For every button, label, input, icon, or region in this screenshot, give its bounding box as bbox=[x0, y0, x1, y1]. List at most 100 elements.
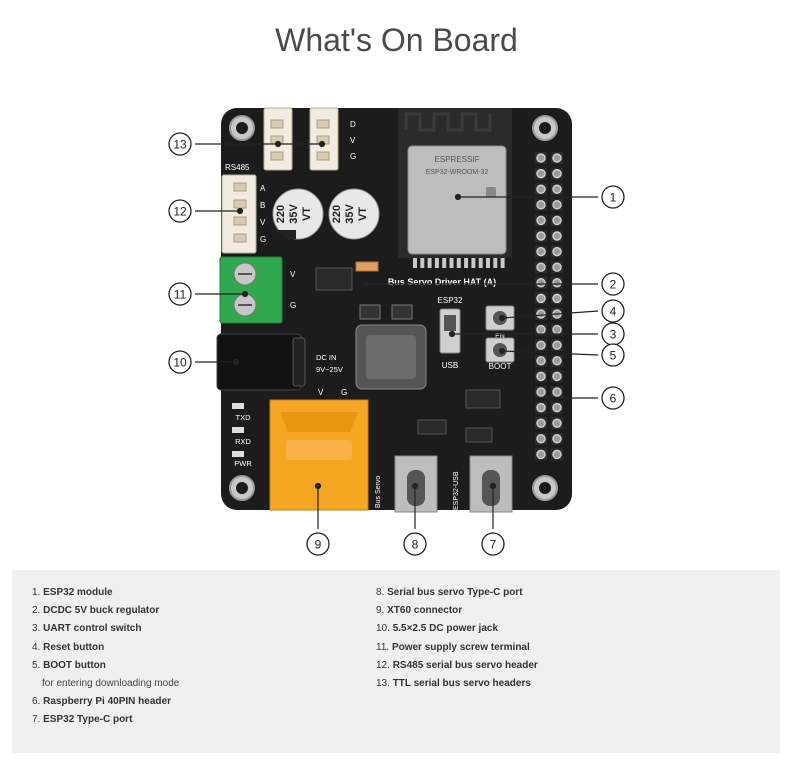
dcdc-regulator bbox=[315, 261, 427, 390]
callout-number-3: 3 bbox=[610, 328, 617, 342]
callout-badge-13: 13 bbox=[168, 132, 192, 156]
legend-text: RS485 serial bus servo header bbox=[392, 659, 538, 671]
dc-power-jack bbox=[216, 333, 306, 391]
legend-item: 10. 5.5×2.5 DC power jack bbox=[376, 620, 538, 638]
callout-leaders bbox=[195, 140, 599, 529]
callout-number-11: 11 bbox=[174, 288, 187, 302]
callout-badge-6: 6 bbox=[601, 386, 625, 410]
cap-left-line3: VT bbox=[301, 207, 313, 221]
legend-text: ESP32 module bbox=[43, 587, 113, 598]
legend-text: DCDC 5V buck regulator bbox=[43, 605, 160, 617]
legend-text: ESP32 Type-C port bbox=[43, 714, 133, 726]
legend-number: 8. bbox=[376, 587, 388, 598]
callout-number-7: 7 bbox=[490, 538, 497, 552]
callout-number-13: 13 bbox=[173, 138, 187, 152]
legend-item: 5. BOOT button bbox=[32, 657, 179, 675]
status-leds bbox=[232, 403, 244, 457]
legend-text: Reset button bbox=[43, 641, 105, 653]
legend-number: 3. bbox=[32, 623, 44, 635]
legend-number: 9. bbox=[376, 605, 388, 617]
ttl-pin-d: D bbox=[350, 120, 356, 129]
legend-item: 6. Raspberry Pi 40PIN header bbox=[32, 693, 179, 711]
module-model: ESP32-WROOM-32 bbox=[426, 169, 489, 176]
legend-text: Serial bus servo Type-C port bbox=[387, 587, 523, 598]
callout-badge-4: 4 bbox=[601, 299, 625, 323]
legend-number: 2. bbox=[32, 605, 44, 617]
callout-2 bbox=[362, 280, 598, 288]
led-rxd-label: RXD bbox=[235, 437, 251, 446]
board-diagram: ESPRESSIF ESP32-WROOM-32 Bus Servo Drive… bbox=[168, 107, 625, 556]
screw-terminal bbox=[219, 256, 283, 324]
gpio-header bbox=[535, 152, 563, 461]
bus-servo-port-label: Bus Servo bbox=[375, 476, 382, 508]
led-pwr-label: PWR bbox=[234, 459, 252, 468]
esp32-pads bbox=[413, 258, 505, 268]
callout-badge-7: 7 bbox=[481, 532, 505, 556]
legend-number: 10. bbox=[376, 623, 393, 635]
callout-badge-12: 12 bbox=[168, 199, 192, 223]
xt60-connector bbox=[269, 399, 369, 511]
callout-10 bbox=[195, 358, 240, 366]
legend-number: 7. bbox=[32, 714, 44, 726]
callout-badge-2: 2 bbox=[601, 272, 625, 296]
led-txd-label: TXD bbox=[236, 413, 252, 422]
rs485-pin-g: G bbox=[260, 235, 266, 244]
xt60-pin-v: V bbox=[318, 388, 324, 397]
switch-esp32-label: ESP32 bbox=[438, 296, 463, 305]
callout-7 bbox=[489, 482, 497, 529]
rs485-header bbox=[221, 174, 257, 254]
legend-text: BOOT button bbox=[43, 659, 106, 671]
legend-text: XT60 connector bbox=[387, 605, 463, 617]
legend-number: 1. bbox=[32, 587, 44, 598]
dc-voltage-label: 9V~25V bbox=[316, 365, 343, 374]
boot-label: BOOT bbox=[489, 362, 512, 371]
callout-badge-8: 8 bbox=[403, 532, 427, 556]
callout-badge-5: 5 bbox=[601, 343, 625, 367]
legend-item: 3. UART control switch bbox=[32, 620, 179, 638]
callout-5 bbox=[498, 347, 599, 356]
callout-11 bbox=[195, 290, 249, 298]
ttl-servo-headers bbox=[263, 107, 339, 171]
legend-left-column: 1. ESP32 module 2. DCDC 5V buck regulator… bbox=[32, 584, 179, 730]
callout-badge-9: 9 bbox=[306, 532, 330, 556]
legend-text: TTL serial bus servo headers bbox=[392, 678, 531, 690]
legend-number: 5. bbox=[32, 659, 44, 671]
legend-item: 9. XT60 connector bbox=[376, 602, 538, 620]
callout-number-5: 5 bbox=[610, 349, 617, 363]
legend-item: 12. RS485 serial bus servo header bbox=[376, 657, 538, 675]
cap-left-line1: 220 bbox=[275, 205, 287, 223]
cap-right-line1: 220 bbox=[331, 205, 343, 223]
callout-3 bbox=[448, 330, 598, 338]
terminal-pin-v: V bbox=[290, 270, 296, 279]
legend-text: UART control switch bbox=[43, 623, 142, 635]
callout-9 bbox=[314, 482, 322, 529]
dc-in-label: DC IN bbox=[316, 353, 336, 362]
callout-badge-11: 11 bbox=[168, 282, 192, 306]
callout-number-2: 2 bbox=[610, 278, 617, 292]
legend-item: 4. Reset button bbox=[32, 639, 179, 657]
legend-number: 4. bbox=[32, 641, 44, 653]
legend-item: 11. Power supply screw terminal bbox=[376, 639, 538, 657]
legend-item: 1. ESP32 module bbox=[32, 584, 179, 602]
legend-number: 12. bbox=[376, 659, 393, 671]
callout-1 bbox=[454, 193, 598, 201]
capacitor-right: 220 35V VT bbox=[328, 188, 380, 240]
ttl-pin-g: G bbox=[350, 152, 356, 161]
switch-usb-label: USB bbox=[442, 361, 458, 370]
rs485-pin-a: A bbox=[260, 184, 266, 193]
capacitor-left: 220 35V VT bbox=[272, 188, 324, 240]
callout-number-10: 10 bbox=[173, 356, 187, 370]
legend-item: 8. Serial bus servo Type-C port bbox=[376, 584, 538, 602]
callout-number-8: 8 bbox=[412, 538, 419, 552]
esp32-module: ESPRESSIF ESP32-WROOM-32 bbox=[398, 108, 512, 258]
cap-right-line2: 35V bbox=[344, 204, 356, 224]
legend-number: 13. bbox=[376, 678, 393, 690]
callout-badge-3: 3 bbox=[601, 322, 625, 346]
legend-panel: 1. ESP32 module 2. DCDC 5V buck regulator… bbox=[12, 570, 780, 753]
callout-number-9: 9 bbox=[315, 538, 322, 552]
cap-right-line3: VT bbox=[357, 207, 369, 221]
xt60-pin-g: G bbox=[341, 388, 347, 397]
callout-13 bbox=[195, 140, 326, 148]
legend-text: Power supply screw terminal bbox=[391, 641, 530, 653]
